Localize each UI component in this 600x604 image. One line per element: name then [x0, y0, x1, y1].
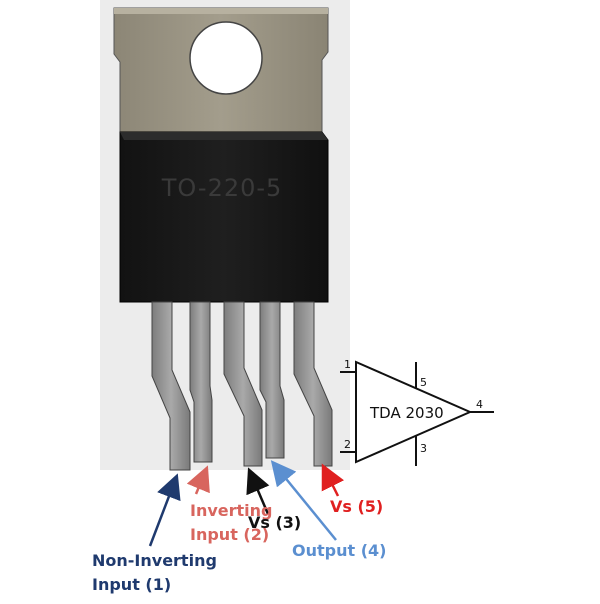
lead-pin-3	[223, 301, 263, 467]
amplifier-symbol	[340, 360, 494, 466]
amp-pin-1-number: 1	[344, 358, 351, 371]
arrow-pin-4	[270, 460, 337, 541]
label-pin-2-line1: Inverting	[190, 501, 273, 520]
amplifier-triangle	[355, 360, 473, 464]
label-pin-4: Output (4)	[292, 541, 386, 560]
arrow-pin-2	[186, 465, 210, 495]
amp-pin-2-number: 2	[344, 438, 351, 451]
amp-pin-3-number: 3	[420, 442, 427, 455]
label-pin-2: Inverting Input (2)	[190, 501, 273, 544]
component-body: TO-220-5	[119, 131, 329, 303]
amplifier-label: TDA 2030	[369, 404, 444, 422]
package-marking: TO-220-5	[161, 174, 283, 202]
label-pin-3: Vs (3)	[248, 513, 301, 532]
arrow-pin-3	[246, 467, 270, 515]
amplifier-text: TDA 2030 1 2 5 3 4	[344, 358, 483, 455]
lead-pin-4	[259, 301, 285, 459]
label-pin-2-line2: Input (2)	[190, 525, 269, 544]
amp-pin-4-number: 4	[476, 398, 483, 411]
metal-tab	[113, 7, 329, 133]
amp-pin-5-number: 5	[420, 376, 427, 389]
label-pin-1: Non-Inverting Input (1)	[92, 551, 217, 594]
mounting-hole	[189, 21, 263, 95]
label-pin-5: Vs (5)	[330, 497, 383, 516]
label-pin-1-line2: Input (1)	[92, 575, 171, 594]
label-pin-1-line1: Non-Inverting	[92, 551, 217, 570]
arrow-pin-5	[321, 463, 345, 497]
lead-pin-2	[189, 301, 213, 463]
arrow-pin-1	[148, 473, 181, 547]
